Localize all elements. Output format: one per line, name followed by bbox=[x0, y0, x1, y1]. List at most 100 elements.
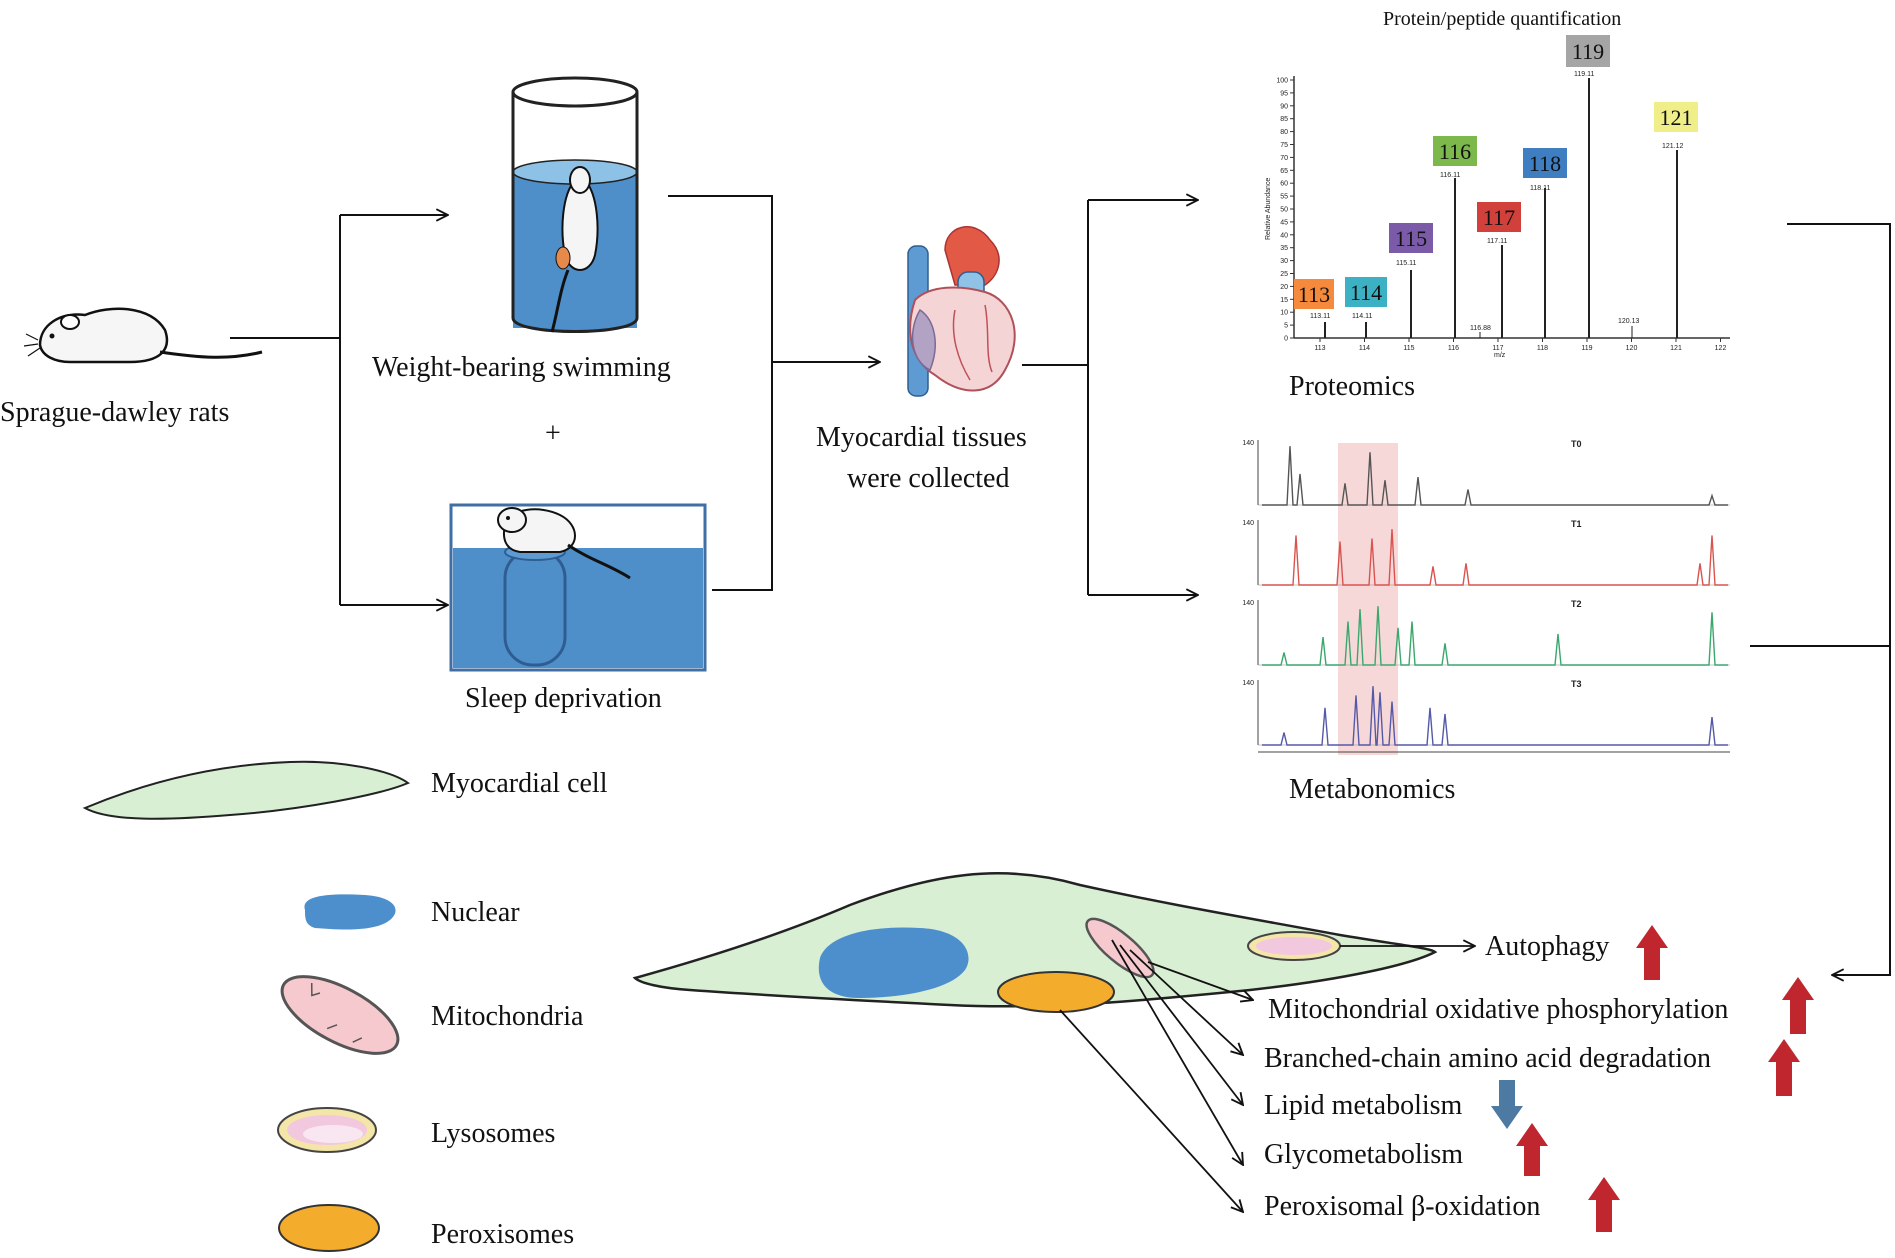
y-tick-label: 5 bbox=[1284, 323, 1288, 330]
x-tick-label: 120 bbox=[1626, 345, 1638, 352]
peak-value-114: 114.11 bbox=[1352, 313, 1372, 320]
y-tick-label: 45 bbox=[1280, 219, 1288, 226]
chromatogram-ymax: 140 bbox=[1242, 520, 1254, 527]
outcome-lipid: Lipid metabolism bbox=[1264, 1090, 1463, 1121]
spectrum-y-label: Relative Abundance bbox=[1265, 178, 1272, 240]
chromatogram-trace bbox=[1262, 529, 1728, 586]
x-tick-label: 114 bbox=[1359, 345, 1370, 352]
y-tick-label: 0 bbox=[1284, 336, 1288, 343]
y-tick-label: 15 bbox=[1280, 297, 1288, 304]
peak-tag-118: 118 bbox=[1529, 151, 1561, 176]
y-tick-label: 85 bbox=[1280, 116, 1288, 123]
label-plus: + bbox=[545, 418, 561, 449]
x-tick-label: 119 bbox=[1581, 345, 1592, 352]
y-tick-label: 50 bbox=[1280, 207, 1288, 214]
peak-tag-119: 119 bbox=[1572, 39, 1604, 64]
chromatogram-ymax: 140 bbox=[1242, 600, 1254, 607]
up-arrow-icon bbox=[1588, 1177, 1620, 1232]
outcome-arrows bbox=[1059, 940, 1475, 1212]
y-tick-label: 65 bbox=[1280, 168, 1288, 175]
x-tick-label: 113 bbox=[1314, 345, 1325, 352]
peak-tag-114: 114 bbox=[1350, 280, 1382, 305]
chromatogram-name: T1 bbox=[1571, 519, 1582, 529]
y-tick-label: 90 bbox=[1280, 103, 1288, 110]
chromatogram-name: T3 bbox=[1571, 679, 1582, 689]
y-tick-label: 20 bbox=[1280, 284, 1288, 291]
outcome-autophagy: Autophagy bbox=[1485, 931, 1609, 962]
minor-value-1: 116.88 bbox=[1470, 325, 1491, 332]
peak-value-119: 119.11 bbox=[1574, 71, 1594, 78]
y-tick-label: 100 bbox=[1276, 78, 1288, 85]
legend-nuclear-swatch bbox=[304, 894, 396, 930]
trend-arrows bbox=[1491, 925, 1814, 1232]
peak-tag-116: 116 bbox=[1439, 139, 1471, 164]
sleep-deprivation-tank bbox=[449, 503, 707, 672]
outcome-oxphos: Mitochondrial oxidative phosphorylation bbox=[1268, 994, 1728, 1025]
peak-tag-115: 115 bbox=[1395, 226, 1427, 251]
legend-peroxisomes-label: Peroxisomes bbox=[431, 1219, 574, 1250]
legend-myocardial-cell-swatch bbox=[82, 760, 411, 820]
down-arrow-icon bbox=[1491, 1080, 1523, 1129]
cell-illustration bbox=[632, 872, 1438, 1013]
legend-lysosomes-swatch bbox=[277, 1107, 377, 1153]
outcome-bcaa: Branched-chain amino acid degradation bbox=[1264, 1043, 1711, 1074]
chromatogram-trace bbox=[1262, 686, 1728, 746]
chromatogram-trace bbox=[1262, 446, 1728, 506]
peak-value-116: 116.11 bbox=[1440, 172, 1460, 179]
peak-value-121: 121.12 bbox=[1662, 143, 1684, 150]
up-arrow-icon bbox=[1636, 925, 1668, 980]
label-sleep: Sleep deprivation bbox=[465, 683, 662, 714]
heart-illustration bbox=[907, 226, 1016, 397]
legend: Myocardial cell Nuclear Mitochondria Lys… bbox=[82, 760, 608, 1252]
peak-tag-117: 117 bbox=[1483, 205, 1515, 230]
legend-nuclear-label: Nuclear bbox=[431, 897, 520, 928]
minor-value-2: 120.13 bbox=[1618, 318, 1640, 325]
chromatogram-name: T2 bbox=[1571, 599, 1582, 609]
x-tick-label: 116 bbox=[1448, 345, 1459, 352]
peak-value-117: 117.11 bbox=[1487, 238, 1507, 245]
label-metabonomics: Metabonomics bbox=[1289, 774, 1455, 805]
y-tick-label: 35 bbox=[1280, 245, 1288, 252]
outcome-glyco: Glycometabolism bbox=[1264, 1139, 1463, 1170]
y-tick-label: 70 bbox=[1280, 155, 1288, 162]
label-tissues-line1: Myocardial tissues bbox=[816, 422, 1027, 453]
legend-peroxisomes-swatch bbox=[278, 1204, 380, 1252]
y-tick-label: 55 bbox=[1280, 194, 1288, 201]
x-tick-label: 118 bbox=[1537, 345, 1548, 352]
spectrum-title: Protein/peptide quantification bbox=[1383, 8, 1621, 30]
y-tick-label: 60 bbox=[1280, 181, 1288, 188]
legend-mitochondria-label: Mitochondria bbox=[431, 1001, 584, 1032]
x-tick-label: 122 bbox=[1715, 345, 1727, 352]
peak-value-118: 118.11 bbox=[1530, 185, 1550, 192]
y-tick-label: 95 bbox=[1280, 90, 1288, 97]
spectrum-x-label: m/z bbox=[1494, 352, 1506, 359]
outcomes: Autophagy Mitochondrial oxidative phosph… bbox=[1264, 931, 1728, 1222]
up-arrow-icon bbox=[1516, 1123, 1548, 1176]
y-tick-label: 10 bbox=[1280, 310, 1288, 317]
label-tissues-line2: were collected bbox=[847, 463, 1009, 494]
peak-value-113: 113.11 bbox=[1310, 313, 1330, 320]
rat-illustration bbox=[23, 307, 263, 364]
chromatogram-name: T0 bbox=[1571, 439, 1582, 449]
label-swimming: Weight-bearing swimming bbox=[372, 352, 671, 383]
flow-connectors bbox=[230, 196, 1891, 975]
outcome-peroxisomal: Peroxisomal β-oxidation bbox=[1264, 1191, 1540, 1222]
y-tick-label: 30 bbox=[1280, 258, 1288, 265]
swimming-beaker bbox=[511, 76, 639, 333]
legend-myocardial-cell-label: Myocardial cell bbox=[431, 768, 608, 799]
spectrum-y-ticks: 1009590858075706560555045403530252015105… bbox=[1276, 78, 1294, 343]
y-tick-label: 25 bbox=[1280, 271, 1288, 278]
x-tick-label: 115 bbox=[1403, 345, 1414, 352]
x-tick-label: 121 bbox=[1670, 345, 1682, 352]
y-tick-label: 80 bbox=[1280, 129, 1288, 136]
legend-lysosomes-label: Lysosomes bbox=[431, 1118, 555, 1149]
label-proteomics: Proteomics bbox=[1289, 371, 1415, 402]
ms-spectrum: 1009590858075706560555045403530252015105… bbox=[1265, 35, 1730, 359]
up-arrow-icon bbox=[1768, 1039, 1800, 1096]
chromatogram-ymax: 140 bbox=[1242, 440, 1254, 447]
peak-value-115: 115.11 bbox=[1396, 260, 1416, 267]
